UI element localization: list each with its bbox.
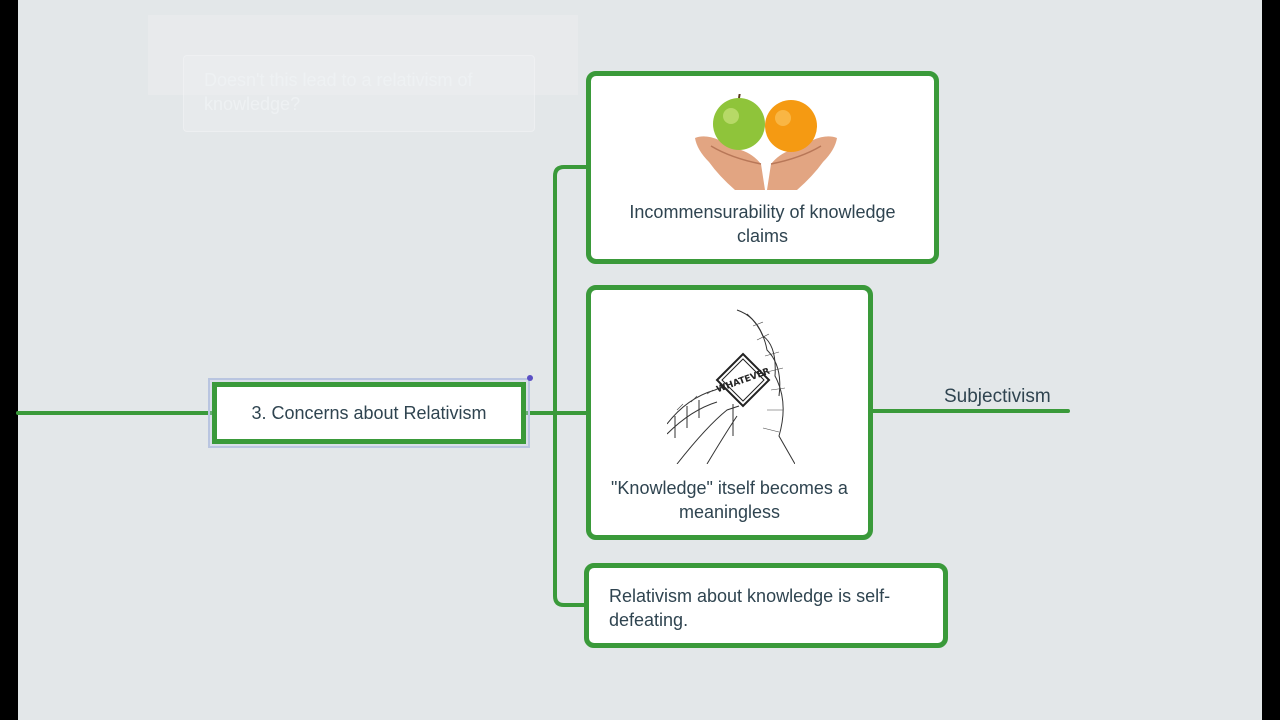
ghost-node-text: Doesn't this lead to a relativism of kno…: [204, 70, 473, 114]
child-node-meaningless[interactable]: WHATEVER "Knowledge" itself becomes a me…: [586, 285, 873, 540]
child-node-label: Relativism about knowledge is self-defea…: [609, 586, 891, 630]
sub-topic-subjectivism[interactable]: Subjectivism: [944, 386, 1051, 407]
child-node-label: "Knowledge" itself becomes a meaningless: [611, 478, 848, 522]
central-node[interactable]: 3. Concerns about Relativism: [212, 382, 526, 444]
ghost-node[interactable]: [183, 55, 535, 132]
whatever-sign-sketch-image: WHATEVER: [667, 309, 795, 464]
child-node-label: Incommensurability of knowledge claims: [629, 202, 896, 246]
child-node-incommensurability[interactable]: Incommensurability of knowledge claims: [586, 71, 939, 264]
child-node-self-defeating[interactable]: Relativism about knowledge is self-defea…: [584, 563, 948, 648]
selection-handle[interactable]: [527, 375, 533, 381]
apple-orange-hands-image: [695, 94, 837, 190]
central-node-label: 3. Concerns about Relativism: [251, 403, 487, 423]
